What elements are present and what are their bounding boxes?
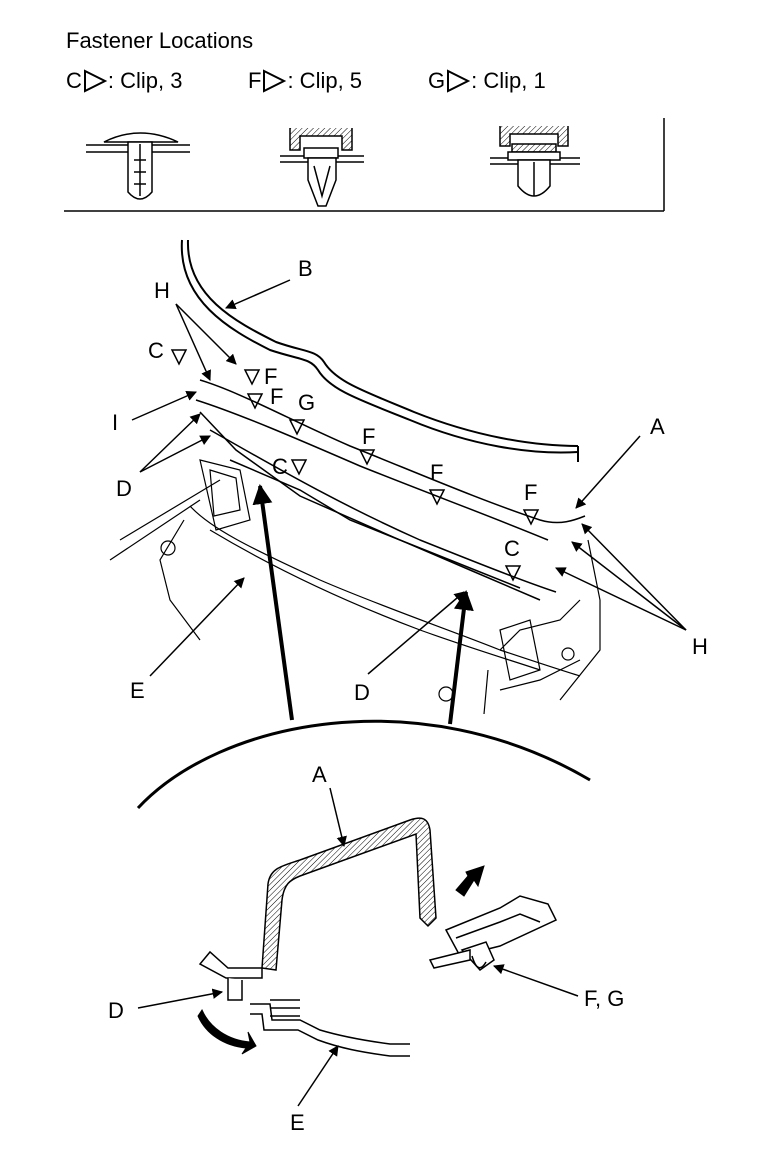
callout-b: B bbox=[298, 256, 313, 281]
legend-text: : Clip, 5 bbox=[287, 68, 363, 93]
detail-clip-fg bbox=[428, 895, 558, 971]
callout-a-top: A bbox=[650, 414, 665, 439]
detail-pointer-arrows bbox=[252, 484, 474, 725]
detail-panel-e bbox=[250, 999, 410, 1057]
callout-a-detail: A bbox=[312, 762, 327, 787]
callout-d-mid: D bbox=[354, 680, 370, 705]
detail-circle bbox=[136, 719, 591, 810]
detail-motion-arrows bbox=[197, 865, 485, 1055]
clip-marker-icon bbox=[83, 69, 108, 93]
assembly-leaders bbox=[131, 279, 687, 677]
callout-f-4: F bbox=[430, 460, 443, 485]
legend-item-c: C : Clip, 3 bbox=[66, 68, 182, 94]
callout-d-left: D bbox=[116, 476, 132, 501]
diagram-title: Fastener Locations bbox=[66, 28, 254, 53]
legend-letter: C bbox=[66, 68, 82, 93]
callout-fg-detail: F, G bbox=[584, 986, 624, 1011]
callout-c-2: C bbox=[272, 454, 288, 479]
callout-h-right: H bbox=[692, 634, 708, 659]
callout-f-3: F bbox=[362, 424, 375, 449]
body-panel-e bbox=[109, 459, 601, 715]
assembly-clip-markers bbox=[170, 349, 540, 582]
callout-f-1: F bbox=[264, 364, 277, 389]
callout-f-2: F bbox=[270, 384, 283, 409]
callout-i: I bbox=[112, 410, 118, 435]
legend-item-g: G : Clip, 1 bbox=[428, 68, 546, 94]
callout-g-1: G bbox=[298, 390, 315, 415]
legend-item-f: F : Clip, 5 bbox=[248, 68, 362, 94]
clip-g-icon bbox=[490, 126, 580, 197]
detail-cover-a bbox=[198, 817, 437, 1001]
clip-f-icon bbox=[280, 128, 364, 207]
legend-text: : Clip, 3 bbox=[107, 68, 183, 93]
legend-letter: G bbox=[428, 68, 446, 93]
clip-marker-icon bbox=[447, 69, 471, 93]
weatherstrip-b bbox=[180, 239, 579, 462]
callout-e-top: E bbox=[130, 678, 145, 703]
legend-text: : Clip, 1 bbox=[471, 68, 546, 93]
callout-labels: B H C F F I G F D C F A F C H E D A D F,… bbox=[108, 256, 708, 1135]
callout-c-3: C bbox=[504, 536, 520, 561]
callout-f-5: F bbox=[524, 480, 537, 505]
callout-e-detail: E bbox=[290, 1110, 305, 1135]
clip-c-icon bbox=[86, 132, 190, 200]
callout-c-1: C bbox=[148, 338, 164, 363]
callout-h-left: H bbox=[154, 278, 170, 303]
detail-leaders bbox=[137, 787, 579, 1107]
callout-d-detail: D bbox=[108, 998, 124, 1023]
clip-marker-icon bbox=[263, 69, 287, 93]
fastener-legend-box bbox=[64, 118, 665, 212]
legend-letter: F bbox=[248, 68, 262, 93]
